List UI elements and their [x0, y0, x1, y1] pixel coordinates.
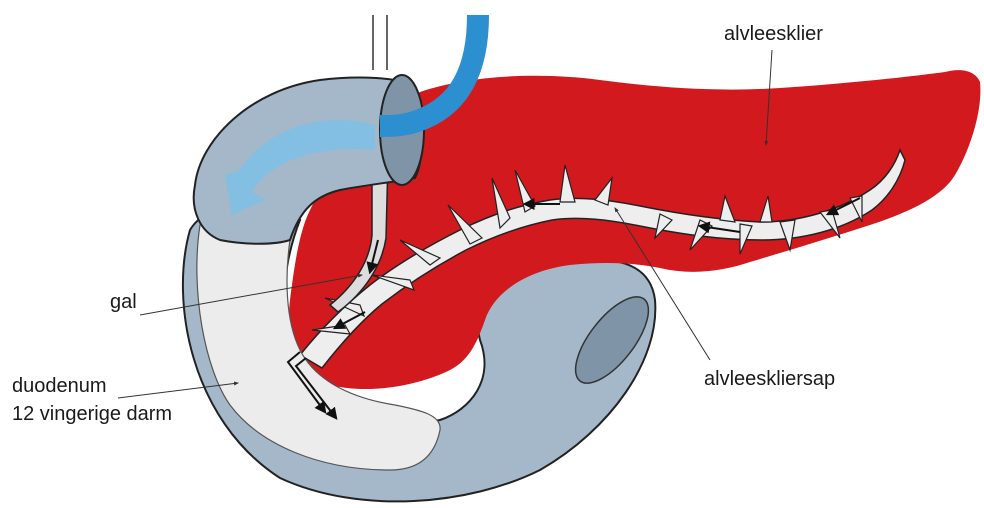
label-alvleesklier: alvleesklier	[724, 23, 823, 45]
label-12-vingerige-darm: 12 vingerige darm	[12, 403, 172, 425]
label-duodenum: duodenum	[12, 375, 107, 397]
label-alvleeskliersap: alvleeskliersap	[704, 368, 835, 390]
thin-vessel-left	[373, 15, 387, 70]
label-gal: gal	[110, 291, 137, 313]
